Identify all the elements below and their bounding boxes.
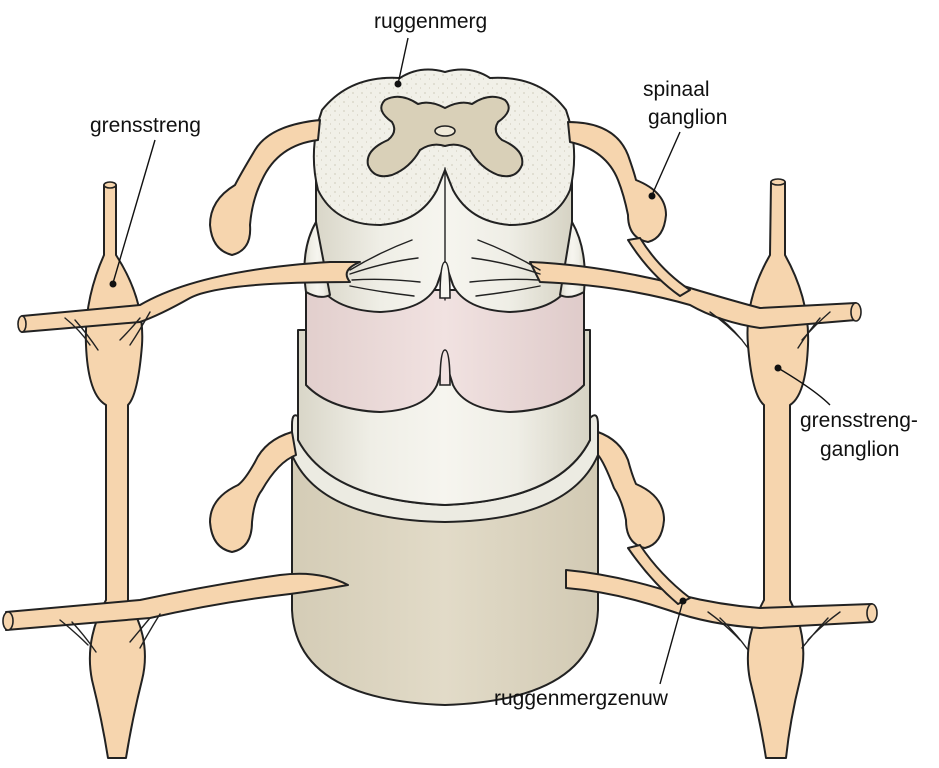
right-upper-nerve-end [850,302,862,322]
right-upper-root-join [627,237,691,297]
dot-spinaal-ganglion [648,192,656,200]
right-trunk-chain [746,181,810,759]
label-grensstreng-ganglion-line1: grensstreng- [800,409,918,432]
left-lower-dorsal-root [209,431,297,553]
label-grensstreng-ganglion-line2: ganglion [820,438,899,461]
left-lower-nerve-end [2,611,14,631]
left-upper-nerve-end [17,315,27,333]
dot-ruggenmerg [394,80,402,88]
pointer-ruggenmergzenuw [659,600,684,685]
labels: ruggenmerg spinaal ganglion grensstreng … [90,10,918,710]
fissure-tip-lower [439,349,451,386]
pointer-ruggenmerg [397,37,409,85]
dot-grensstreng-ganglion [774,364,782,372]
right-lower-branches [707,611,841,651]
right-lower-dorsal-root [597,431,665,549]
left-lower-spinal-nerve [5,572,349,631]
dot-grensstreng [109,280,117,288]
right-upper-dorsal-root [567,121,667,243]
left-upper-spinal-nerve [21,261,361,333]
central-canal [434,125,456,137]
fissure-tip [439,261,451,299]
label-ruggenmerg: ruggenmerg [374,10,487,33]
label-ruggenmergzenuw: ruggenmergzenuw [494,687,669,710]
label-grensstreng: grensstreng [90,114,201,137]
pointer-spinaal-ganglion [651,131,681,196]
left-upper-branches [64,311,151,351]
lower-spinal-nerves [2,431,878,653]
left-trunk-chain [84,184,146,759]
right-upper-branches [709,311,831,349]
right-lower-root-join [627,544,691,605]
pointer-grensstreng [112,139,156,284]
right-lower-nerve-end [866,603,878,623]
left-upper-root-fibers [349,239,421,297]
pointer-grensstreng-ganglion [777,367,831,406]
label-spinaal-line2: ganglion [648,106,727,129]
label-spinaal-line1: spinaal [643,78,710,101]
upper-spinal-nerves [17,119,862,351]
spinal-cord-column [291,68,599,706]
right-upper-root-fibers [469,239,541,297]
right-trunk-top-cap [770,178,786,186]
left-upper-dorsal-root [209,119,321,256]
dot-ruggenmergzenuw [679,597,687,605]
right-sympathetic-trunk [746,178,810,759]
left-sympathetic-trunk [84,181,146,759]
left-trunk-top-cap [103,181,117,189]
left-lower-branches [59,613,161,653]
